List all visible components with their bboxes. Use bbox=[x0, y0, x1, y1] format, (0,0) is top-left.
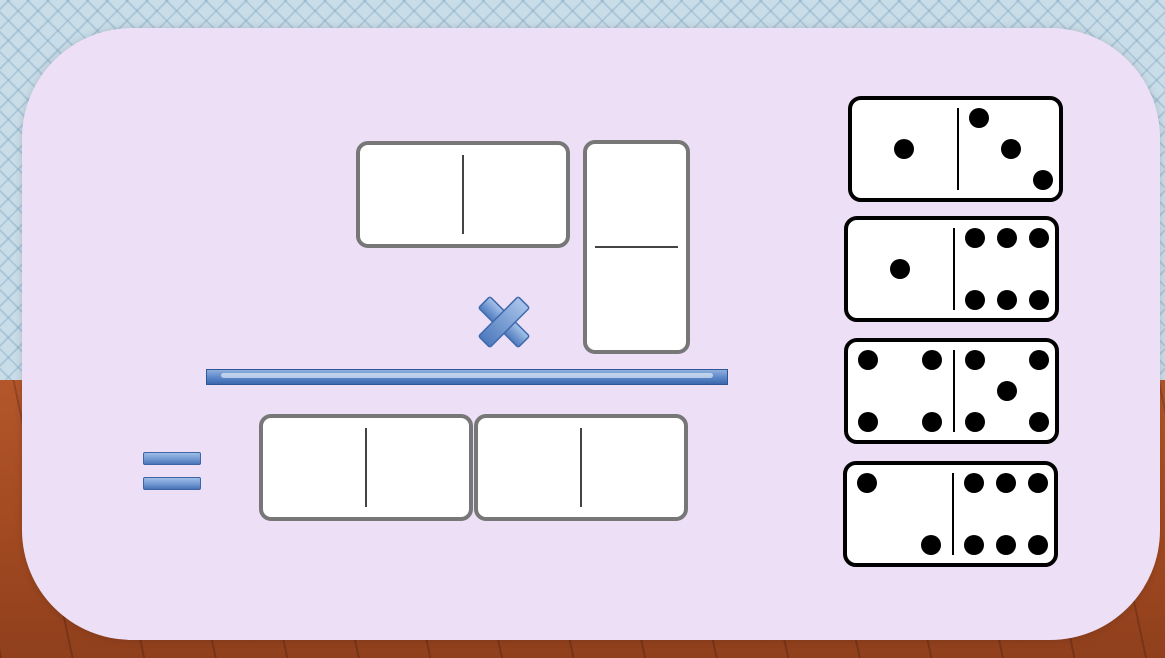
domino-pip bbox=[858, 412, 878, 432]
domino-pip bbox=[922, 350, 942, 370]
domino-pip bbox=[1029, 290, 1049, 310]
domino-left-half bbox=[852, 100, 957, 198]
domino-pip bbox=[857, 473, 877, 493]
domino-pip bbox=[921, 535, 941, 555]
domino-pip bbox=[858, 350, 878, 370]
result-bar bbox=[206, 369, 728, 385]
slot-divider bbox=[580, 428, 582, 507]
slot-divider bbox=[595, 246, 678, 248]
domino-pip bbox=[997, 381, 1017, 401]
product-slot-1[interactable] bbox=[259, 414, 473, 521]
domino-pip bbox=[996, 535, 1016, 555]
product-slot-2[interactable] bbox=[474, 414, 688, 521]
domino-right-half bbox=[955, 342, 1060, 440]
domino-pip bbox=[996, 473, 1016, 493]
domino-pip bbox=[965, 228, 985, 248]
domino-tile-1[interactable] bbox=[848, 96, 1063, 202]
slot-divider bbox=[462, 155, 464, 234]
domino-right-half bbox=[955, 220, 1060, 318]
domino-pip bbox=[965, 412, 985, 432]
domino-left-half bbox=[847, 465, 952, 563]
domino-left-half bbox=[848, 342, 953, 440]
domino-pip bbox=[997, 228, 1017, 248]
domino-pip bbox=[964, 473, 984, 493]
domino-pip bbox=[1028, 535, 1048, 555]
domino-pip bbox=[1029, 412, 1049, 432]
domino-left-half bbox=[848, 220, 953, 318]
times-icon bbox=[472, 290, 536, 354]
domino-pip bbox=[890, 259, 910, 279]
domino-pip bbox=[964, 535, 984, 555]
domino-right-half bbox=[959, 100, 1064, 198]
slot-divider bbox=[365, 428, 367, 507]
domino-pip bbox=[1028, 473, 1048, 493]
multiplicand-slot[interactable] bbox=[356, 141, 570, 248]
domino-right-half bbox=[954, 465, 1059, 563]
domino-pip bbox=[1001, 139, 1021, 159]
equals-icon bbox=[143, 452, 201, 492]
domino-pip bbox=[1029, 228, 1049, 248]
domino-pip bbox=[997, 290, 1017, 310]
domino-pip bbox=[965, 350, 985, 370]
domino-pip bbox=[969, 108, 989, 128]
multiplier-slot[interactable] bbox=[583, 140, 690, 354]
domino-pip bbox=[1029, 350, 1049, 370]
domino-pip bbox=[965, 290, 985, 310]
domino-tile-2[interactable] bbox=[844, 216, 1059, 322]
domino-pip bbox=[894, 139, 914, 159]
domino-tile-4[interactable] bbox=[843, 461, 1058, 567]
domino-tile-3[interactable] bbox=[844, 338, 1059, 444]
domino-pip bbox=[922, 412, 942, 432]
domino-pip bbox=[1033, 170, 1053, 190]
